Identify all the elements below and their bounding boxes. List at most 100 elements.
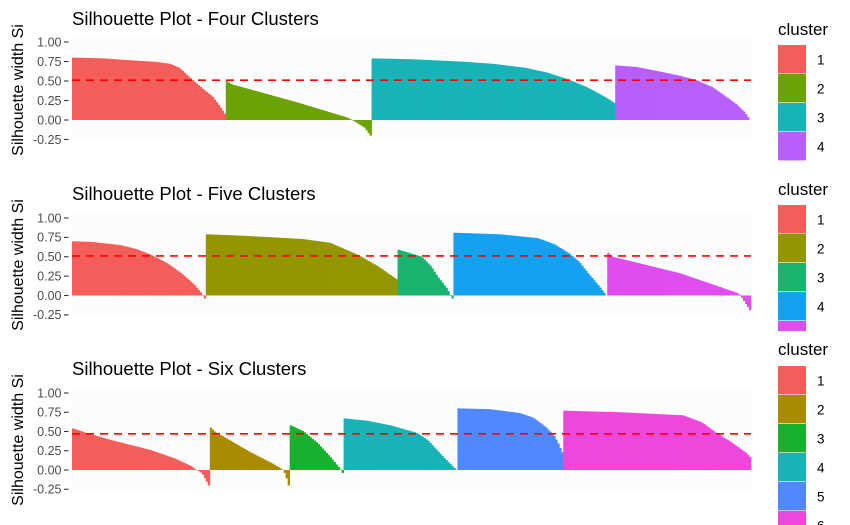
silhouette-bar <box>275 466 279 470</box>
silhouette-bar <box>321 448 324 470</box>
silhouette-bar <box>691 418 694 470</box>
silhouette-bar <box>237 235 241 296</box>
silhouette-bar <box>563 410 566 470</box>
silhouette-bar <box>723 288 726 296</box>
silhouette-bar <box>649 413 652 470</box>
silhouette-bar <box>479 62 482 120</box>
silhouette-bar <box>135 60 139 120</box>
silhouette-bar <box>101 437 105 470</box>
legend-label: 2 <box>817 81 825 96</box>
silhouette-bar <box>493 409 496 470</box>
silhouette-bar <box>579 263 582 296</box>
silhouette-bar <box>353 120 356 122</box>
silhouette-bar <box>227 439 231 470</box>
silhouette-bar <box>703 83 706 120</box>
silhouette-bar <box>345 117 348 120</box>
silhouette-bar <box>289 100 293 120</box>
silhouette-bar <box>559 447 562 470</box>
silhouette-bar <box>637 263 640 296</box>
silhouette-bar <box>199 292 203 296</box>
silhouette-bar <box>257 456 261 470</box>
silhouette-bar <box>323 450 326 470</box>
silhouette-bar <box>72 428 75 470</box>
silhouette-bar <box>563 78 566 120</box>
legend-key-cluster-1 <box>778 366 806 395</box>
silhouette-bar <box>109 439 113 470</box>
silhouette-bar <box>233 235 237 296</box>
silhouette-bar <box>743 111 746 120</box>
silhouette-bar <box>649 69 652 120</box>
silhouette-bar <box>99 242 103 296</box>
silhouette-bar <box>427 263 430 296</box>
silhouette-bar <box>727 289 730 296</box>
silhouette-bar <box>155 257 159 296</box>
silhouette-bar <box>85 57 89 120</box>
silhouette-bar <box>269 95 273 120</box>
y-axis: 1.000.750.500.250.00-0.25 <box>33 211 69 322</box>
silhouette-bar <box>513 235 516 296</box>
silhouette-bar <box>363 120 366 128</box>
silhouette-bar <box>413 432 416 470</box>
silhouette-bar <box>605 97 608 120</box>
legend-label: 3 <box>817 110 825 125</box>
silhouette-bar <box>745 452 748 470</box>
silhouette-bar <box>421 436 424 470</box>
silhouette-bar <box>243 87 247 120</box>
silhouette-bar <box>129 445 133 470</box>
silhouette-bar <box>575 82 578 120</box>
silhouette-bar <box>625 412 628 470</box>
y-tick-label: 0.75 <box>37 406 61 420</box>
silhouette-bar <box>503 411 506 470</box>
silhouette-bar <box>159 62 163 120</box>
silhouette-bar <box>507 65 510 120</box>
silhouette-bar <box>277 97 281 120</box>
silhouette-bar <box>393 58 396 120</box>
silhouette-bar <box>325 111 328 120</box>
y-axis-label: Silhouette width Si <box>10 374 27 506</box>
silhouette-bar <box>549 242 552 296</box>
silhouette-bar <box>187 279 191 296</box>
silhouette-bar <box>331 459 334 470</box>
silhouette-bar <box>501 410 504 470</box>
silhouette-bar <box>293 101 297 120</box>
silhouette-bar <box>667 414 670 470</box>
silhouette-bar <box>533 418 536 470</box>
silhouette-bar <box>697 80 700 120</box>
silhouette-bar <box>711 284 714 296</box>
silhouette-bar <box>219 234 223 296</box>
silhouette-bar <box>733 444 736 470</box>
silhouette-bar <box>359 256 362 296</box>
silhouette-bar <box>701 280 704 296</box>
silhouette-bar <box>343 249 346 296</box>
silhouette-bar <box>539 71 542 120</box>
silhouette-bar <box>509 235 512 296</box>
silhouette-bar <box>311 107 314 120</box>
silhouette-bar <box>475 408 478 470</box>
silhouette-bar <box>507 235 510 296</box>
silhouette-bar <box>315 108 318 120</box>
silhouette-bar <box>203 295 207 299</box>
silhouette-bar <box>523 414 526 470</box>
silhouette-bar <box>613 257 616 296</box>
silhouette-bar <box>645 68 648 120</box>
silhouette-bar <box>739 294 742 296</box>
cluster-3-bars <box>289 425 344 474</box>
silhouette-bar <box>471 408 474 470</box>
silhouette-bar <box>371 421 374 470</box>
silhouette-bar <box>589 411 592 470</box>
legend-label: 3 <box>817 431 825 446</box>
silhouette-bar <box>703 281 706 296</box>
silhouette-bar <box>371 58 374 120</box>
silhouette-bar <box>581 85 584 120</box>
silhouette-bar <box>663 414 666 470</box>
silhouette-bar <box>447 291 450 296</box>
silhouette-bar <box>657 71 660 120</box>
legend-key-cluster-4 <box>778 132 806 161</box>
silhouette-bar <box>77 241 81 296</box>
silhouette-bar <box>615 412 618 470</box>
silhouette-bar <box>211 429 215 470</box>
silhouette-bar <box>293 238 297 296</box>
silhouette-bar <box>389 425 392 470</box>
silhouette-bar <box>701 422 704 470</box>
silhouette-bar <box>413 59 416 120</box>
